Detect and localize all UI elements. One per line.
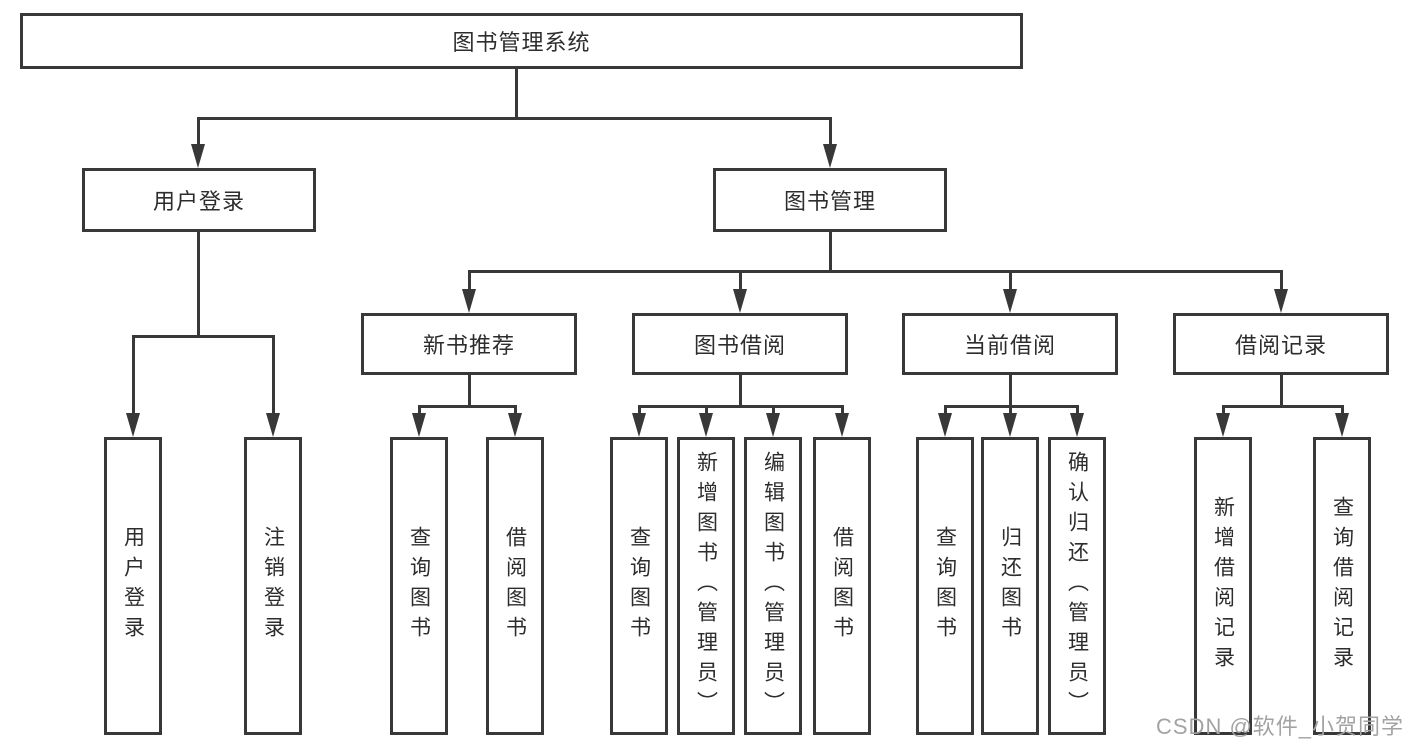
connector-line [705, 405, 708, 415]
leaf-label: 注销登录 [261, 526, 285, 646]
leaf-confirm-return-admin: 确认归还（管理员） [1048, 437, 1106, 735]
arrowhead-down-icon [1070, 413, 1084, 437]
leaf-return-books: 归还图书 [981, 437, 1039, 735]
connector-line [638, 405, 641, 415]
leaf-label: 查询图书 [627, 526, 651, 646]
connector-line [515, 67, 518, 119]
connector-line [1222, 405, 1344, 408]
connector-line [1222, 405, 1225, 415]
leaf-label: 查询图书 [933, 526, 957, 646]
leaf-label: 查询借阅记录 [1330, 496, 1354, 676]
leaf-label: 查询图书 [407, 526, 431, 646]
connector-line [739, 270, 742, 292]
connector-line [1280, 373, 1283, 408]
leaf-logout: 注销登录 [244, 437, 302, 735]
leaf-label: 编辑图书（管理员） [761, 451, 785, 721]
node-root: 图书管理系统 [20, 13, 1023, 69]
leaf-borrow-books: 借阅图书 [813, 437, 871, 735]
node-label: 新书推荐 [422, 333, 515, 358]
leaf-edit-books-admin: 编辑图书（管理员） [744, 437, 802, 735]
node-label: 用户登录 [152, 189, 245, 214]
leaf-label: 借阅图书 [503, 526, 527, 646]
node-current-borrowing: 当前借阅 [902, 313, 1118, 375]
connector-line [1076, 405, 1079, 415]
connector-line [944, 405, 947, 415]
node-book-management: 图书管理 [713, 168, 947, 232]
connector-line [418, 405, 421, 415]
connector-line [841, 405, 844, 415]
arrowhead-down-icon [1274, 289, 1288, 313]
leaf-borrow-books-recommend: 借阅图书 [486, 437, 544, 735]
connector-line [418, 405, 517, 408]
leaf-user-login: 用户登录 [104, 437, 162, 735]
arrowhead-down-icon [508, 413, 522, 437]
leaf-label: 归还图书 [998, 526, 1022, 646]
leaf-query-books-recommend: 查询图书 [390, 437, 448, 735]
arrowhead-down-icon [1216, 413, 1230, 437]
connector-line [1009, 270, 1012, 292]
connector-line [739, 373, 742, 408]
leaf-add-borrow-record: 新增借阅记录 [1194, 437, 1252, 735]
connector-line [772, 405, 775, 415]
leaf-query-borrow-record: 查询借阅记录 [1313, 437, 1371, 735]
connector-line [132, 335, 135, 415]
arrowhead-down-icon [938, 413, 952, 437]
connector-line [1009, 405, 1012, 415]
node-label: 当前借阅 [963, 333, 1056, 358]
connector-line [272, 335, 275, 415]
arrowhead-down-icon [412, 413, 426, 437]
arrowhead-down-icon [1335, 413, 1349, 437]
connector-line [1009, 373, 1012, 408]
connector-line [197, 117, 200, 147]
connector-line [197, 117, 832, 120]
arrowhead-down-icon [632, 413, 646, 437]
node-new-book-recommend: 新书推荐 [361, 313, 577, 375]
connector-line [829, 117, 832, 147]
arrowhead-down-icon [823, 144, 837, 168]
node-label: 图书借阅 [693, 333, 786, 358]
arrowhead-down-icon [835, 413, 849, 437]
arrowhead-down-icon [733, 289, 747, 313]
leaf-label: 新增借阅记录 [1211, 496, 1235, 676]
arrowhead-down-icon [266, 413, 280, 437]
leaf-add-books-admin: 新增图书（管理员） [677, 437, 735, 735]
leaf-label: 新增图书（管理员） [694, 451, 718, 721]
arrowhead-down-icon [126, 413, 140, 437]
connector-line [514, 405, 517, 415]
connector-line [468, 270, 471, 292]
leaf-label: 用户登录 [121, 526, 145, 646]
arrowhead-down-icon [1003, 289, 1017, 313]
leaf-label: 确认归还（管理员） [1065, 451, 1089, 721]
leaf-label: 借阅图书 [830, 526, 854, 646]
arrowhead-down-icon [1003, 413, 1017, 437]
connector-line [197, 231, 200, 337]
node-label: 图书管理系统 [452, 30, 591, 55]
node-label: 图书管理 [783, 189, 876, 214]
leaf-query-books-borrowing: 查询图书 [610, 437, 668, 735]
node-borrow-records: 借阅记录 [1173, 313, 1389, 375]
connector-line [468, 373, 471, 408]
connector-line [132, 335, 275, 338]
connector-line [1280, 270, 1283, 292]
connector-line [829, 231, 832, 272]
node-book-borrowing: 图书借阅 [632, 313, 848, 375]
arrowhead-down-icon [766, 413, 780, 437]
connector-line [1341, 405, 1344, 415]
csdn-watermark: CSDN @软件_小贺同学 [1156, 714, 1405, 739]
arrowhead-down-icon [699, 413, 713, 437]
leaf-query-books-current: 查询图书 [916, 437, 974, 735]
arrowhead-down-icon [191, 144, 205, 168]
node-user-login: 用户登录 [82, 168, 316, 232]
connector-line [468, 270, 1283, 273]
node-label: 借阅记录 [1234, 333, 1327, 358]
arrowhead-down-icon [462, 289, 476, 313]
connector-line [638, 405, 844, 408]
